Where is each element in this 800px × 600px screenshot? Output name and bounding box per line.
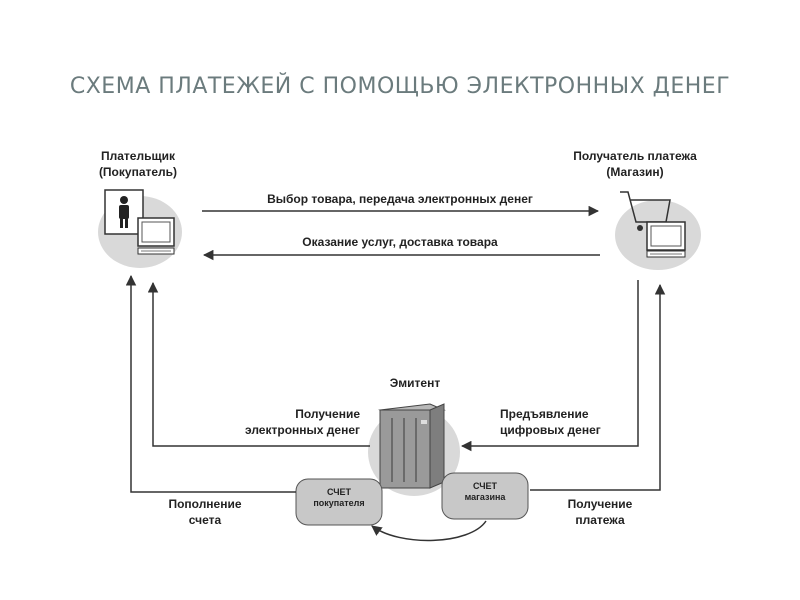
issuer-label: Эмитент (389, 376, 441, 390)
flow-label-delivery: Оказание услуг, доставка товара (302, 235, 498, 249)
flow-label-purchase: Выбор товара, передача электронных денег (267, 192, 533, 206)
topup-line1: Пополнение (168, 497, 242, 511)
computer-icon (137, 217, 175, 255)
flow-label-topup: Пополнение счета (140, 496, 270, 528)
arrow-topup (125, 274, 296, 493)
flow-label-receive-payment: Получение платежа (540, 496, 660, 528)
recipient-label-line2: (Магазин) (606, 165, 664, 179)
recipient-node (615, 191, 701, 270)
buyer-account-line1: СЧЕТ (326, 487, 352, 497)
receive-money-line2: электронных денег (245, 423, 360, 437)
buyer-account-line2: покупателя (313, 498, 365, 508)
shop-account-line2: магазина (464, 492, 506, 502)
payer-label-line2: (Покупатель) (98, 165, 178, 179)
flow-label-receive-money: Получение электронных денег (170, 406, 360, 438)
buyer-account-label: СЧЕТ покупателя (296, 487, 382, 509)
person-icon (119, 196, 129, 228)
server-icon (378, 403, 446, 489)
present-money-line1: Предъявление (500, 407, 589, 421)
slide-title: СХЕМА ПЛАТЕЖЕЙ С ПОМОЩЬЮ ЭЛЕКТРОННЫХ ДЕН… (69, 74, 731, 99)
shop-account-box (441, 472, 529, 520)
shop-account-line1: СЧЕТ (472, 481, 498, 491)
present-money-line2: цифровых денег (500, 423, 601, 437)
payer-label-line1: Плательщик (101, 149, 175, 163)
recipient-label: Получатель платежа (Магазин) (545, 148, 725, 180)
arrow-receive-payment (530, 283, 666, 491)
flow-label-present-money: Предъявление цифровых денег (500, 406, 640, 438)
receive-money-line1: Получение (295, 407, 360, 421)
payer-label: Плательщик (Покупатель) (78, 148, 198, 180)
receive-payment-line2: платежа (575, 513, 625, 527)
arrow-receive-money (147, 281, 370, 447)
payer-node (98, 189, 182, 268)
buyer-account-box (295, 478, 383, 526)
receive-payment-line1: Получение (567, 497, 633, 511)
shop-account-label: СЧЕТ магазина (442, 481, 528, 503)
arrow-account-transfer (371, 520, 487, 542)
arrow-present-money (460, 280, 639, 452)
topup-line2: счета (188, 513, 222, 527)
computer-icon (646, 221, 686, 258)
recipient-label-line1: Получатель платежа (573, 149, 697, 163)
issuer-node (368, 403, 460, 496)
